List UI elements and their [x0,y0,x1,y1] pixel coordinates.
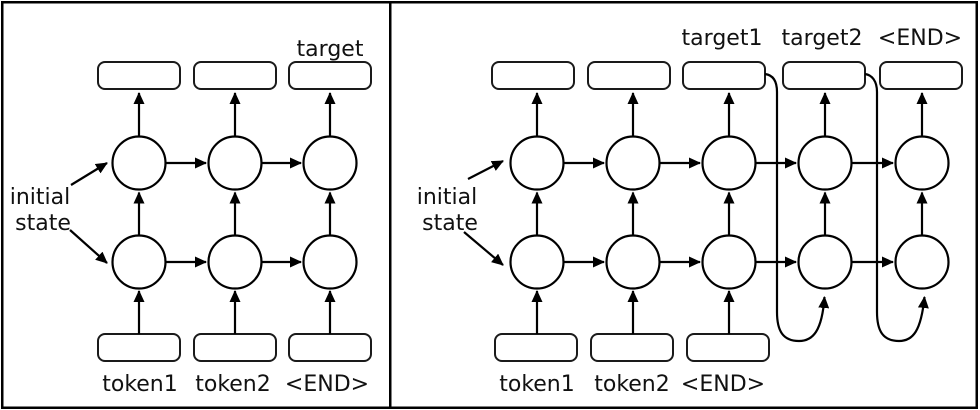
hidden-state-node [605,135,661,191]
output-box [682,61,766,90]
hidden-state-node [111,234,167,290]
input-box [494,333,578,362]
hidden-state-node [302,234,358,290]
output-box [587,61,671,90]
hidden-state-node [894,135,950,191]
target-label: target [297,37,364,62]
right-panel: target1 target2 <END> initial state toke… [417,26,963,397]
feedback-arrow [864,72,929,343]
left-panel: target initial state token1 token2 <END> [10,37,372,397]
token-label: token2 [594,372,670,397]
output-box [288,61,372,90]
hidden-state-node [509,234,565,290]
hidden-state-node [302,135,358,191]
hidden-state-node [701,135,757,191]
token-label: token1 [102,372,178,397]
initial-state-label-line1: initial [417,185,478,210]
initial-state-arrow [463,231,504,266]
output-box [782,61,866,90]
hidden-state-node [207,234,263,290]
token-label: token2 [195,372,271,397]
hidden-state-node [509,135,565,191]
input-box [590,333,674,362]
initial-state-arrow [70,162,108,186]
hidden-state-node [207,135,263,191]
input-box [97,333,181,362]
input-box [686,333,770,362]
end-token-label: <END> [681,372,765,397]
target1-label: target1 [682,26,763,51]
token-label: token1 [499,372,575,397]
hidden-state-node [797,135,853,191]
output-box [491,61,575,90]
hidden-state-node [797,234,853,290]
input-box [288,333,372,362]
end-token-label: <END> [285,372,369,397]
hidden-state-node [701,234,757,290]
output-box [879,61,963,90]
hidden-state-node [894,234,950,290]
output-box [97,61,181,90]
initial-state-arrow [69,229,108,264]
initial-state-arrow [467,160,504,180]
initial-state-label-line1: initial [10,185,71,210]
feedback-arrow [764,72,830,343]
hidden-state-node [111,135,167,191]
initial-state-label-line2: state [15,211,71,236]
target2-label: target2 [782,26,863,51]
hidden-state-node [605,234,661,290]
input-box [193,333,277,362]
output-box [193,61,277,90]
initial-state-label-line2: state [422,211,478,236]
end-output-label: <END> [878,26,962,51]
